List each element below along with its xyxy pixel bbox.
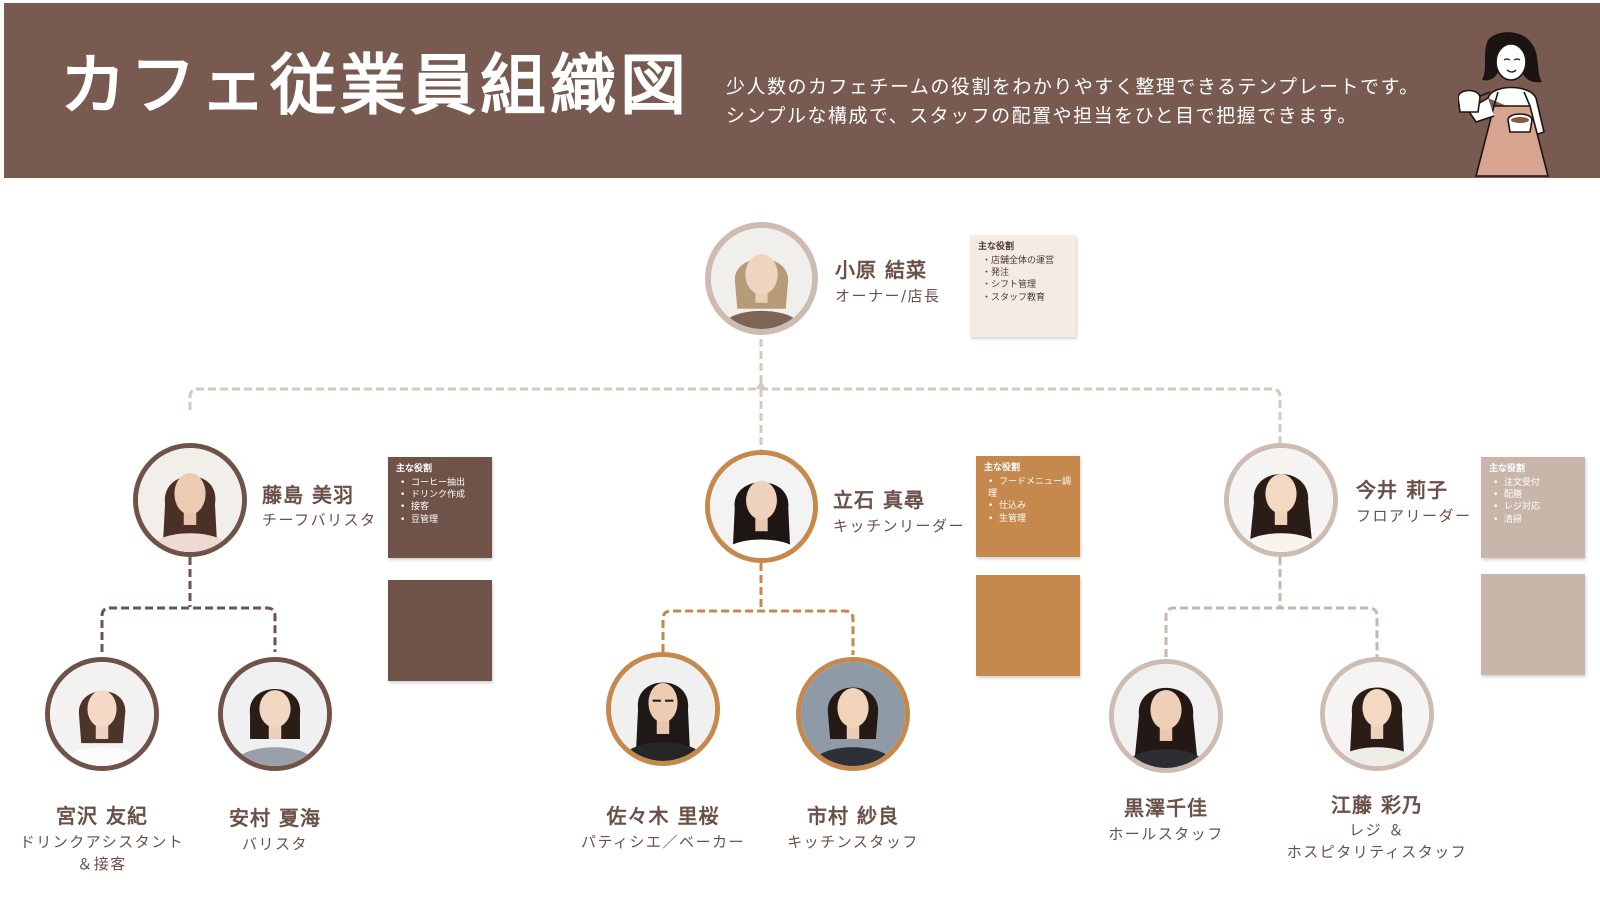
- barista-illustration: [1458, 32, 1550, 177]
- staff-name: 黒澤千佳: [1124, 796, 1208, 820]
- card-item: 仕込み: [988, 500, 1072, 512]
- leader-name: 立石 真尋: [833, 488, 925, 512]
- staff-role-line: パティシエ／ベーカー: [580, 833, 746, 851]
- avatar-staff: [796, 657, 910, 771]
- orange-color-swatch: [976, 575, 1080, 676]
- leader-role: フロアリーダー: [1356, 507, 1472, 525]
- brown-color-swatch: [388, 580, 492, 681]
- card-item: フードメニュー調理: [988, 476, 1072, 500]
- card-title: 主な役割: [396, 464, 433, 474]
- card-item: 注文受付: [1493, 477, 1577, 489]
- owner-to-leaders-connector: [188, 339, 1282, 450]
- header-description-line-1: 少人数のカフェチームの役割をわかりやすく整理できるテンプレートです。: [726, 76, 1420, 98]
- avatar-chief-barista: [133, 443, 247, 557]
- floor-leader-role-card: 主な役割 注文受付 配膳 レジ対応 清掃: [1481, 457, 1585, 558]
- card-item: 豆管理: [400, 514, 484, 526]
- card-item: レジ対応: [1493, 501, 1577, 513]
- card-item: ドリンク作成: [400, 489, 484, 501]
- staff-role: ホールスタッフ: [1108, 824, 1224, 846]
- staff-role-line: バリスタ: [241, 835, 309, 853]
- owner-role-card: 主な役割 店舗全体の運営 発注 シフト管理 スタッフ教育: [970, 235, 1076, 337]
- staff-role: バリスタ: [242, 834, 308, 856]
- staff-role-line: ホールスタッフ: [1108, 825, 1224, 843]
- leader-name: 藤島 美羽: [262, 483, 354, 507]
- card-item: 接客: [400, 501, 484, 513]
- card-item: 生管理: [988, 513, 1072, 525]
- barista-team-connector: [100, 557, 277, 652]
- staff-role-line: キッチンスタッフ: [787, 833, 919, 851]
- owner-role: オーナー/店長: [835, 287, 941, 305]
- card-title: 主な役割: [984, 463, 1021, 473]
- kitchen-leader-role-card: 主な役割 フードメニュー調理 仕込み 生管理: [976, 456, 1080, 557]
- avatar-staff: [218, 657, 332, 771]
- avatar-staff: [1109, 659, 1223, 773]
- header-banner: カフェ従業員組織図 少人数のカフェチームの役割をわかりやすく整理できるテンプレー…: [4, 3, 1600, 178]
- avatar-staff: [606, 652, 720, 766]
- avatar-staff: [1320, 657, 1434, 771]
- avatar-floor-leader: [1224, 443, 1338, 557]
- staff-name: 佐々木 里桜: [606, 804, 720, 828]
- staff-name: 市村 紗良: [807, 804, 899, 828]
- leader-role: チーフバリスタ: [262, 511, 377, 529]
- card-item: 店舗全体の運営: [982, 255, 1068, 267]
- staff-role: キッチンスタッフ: [787, 832, 919, 854]
- kitchen-team-connector: [661, 563, 855, 655]
- staff-role-line: レジ ＆: [1349, 821, 1405, 839]
- avatar-owner: [705, 222, 818, 335]
- staff-name: 江藤 彩乃: [1331, 793, 1423, 817]
- card-title: 主な役割: [978, 242, 1015, 252]
- card-item: 清掃: [1493, 514, 1577, 526]
- staff-role: レジ ＆ ホスピタリティスタッフ: [1287, 820, 1468, 864]
- staff-role: ドリンクアシスタント ＆接客: [20, 832, 184, 876]
- card-item: コーヒー抽出: [400, 477, 484, 489]
- connector-junction-arrow: [756, 381, 766, 389]
- page-title: カフェ従業員組織図: [60, 47, 690, 124]
- header-description-line-2: シンプルな構成で、スタッフの配置や担当をひと目で把握できます。: [726, 105, 1358, 127]
- staff-role: パティシエ／ベーカー: [581, 832, 745, 854]
- chief-barista-role-card: 主な役割 コーヒー抽出 ドリンク作成 接客 豆管理: [388, 457, 492, 558]
- leader-name: 今井 莉子: [1356, 478, 1448, 502]
- card-item: シフト管理: [982, 279, 1068, 291]
- card-item: スタッフ教育: [982, 292, 1068, 304]
- card-item: 発注: [982, 267, 1068, 279]
- beige-color-swatch: [1481, 574, 1585, 675]
- staff-name: 宮沢 友紀: [56, 804, 148, 828]
- card-title: 主な役割: [1489, 464, 1526, 474]
- card-item: 配膳: [1493, 489, 1577, 501]
- leader-role: キッチンリーダー: [833, 517, 966, 535]
- floor-team-connector: [1164, 557, 1379, 657]
- avatar-staff: [45, 657, 159, 771]
- staff-role-line: ドリンクアシスタント: [19, 833, 185, 851]
- owner-name: 小原 結菜: [835, 258, 927, 282]
- staff-role-line: ホスピタリティスタッフ: [1286, 842, 1468, 861]
- staff-name: 安村 夏海: [229, 806, 321, 830]
- avatar-kitchen-leader: [705, 450, 818, 563]
- staff-role-line: ＆接客: [77, 854, 127, 873]
